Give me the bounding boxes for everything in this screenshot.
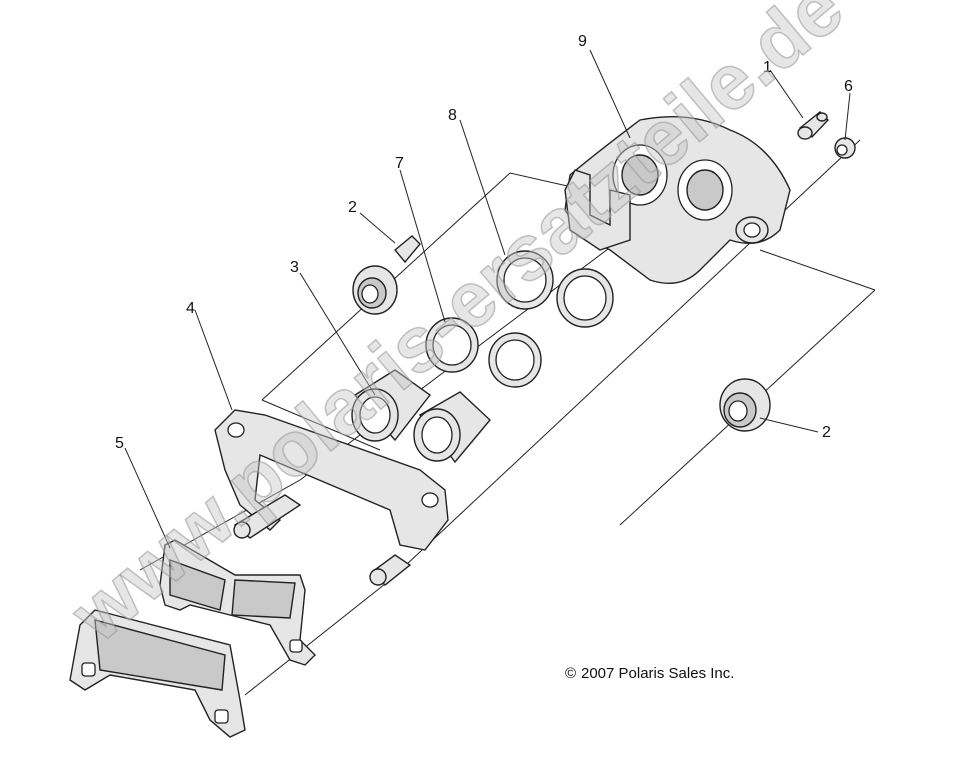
dust-seals [496,250,614,328]
watermark-text: www.polaris-ersatzteile.de [54,0,860,659]
brake-pads [69,539,316,738]
bleeder-cap [834,137,856,159]
callout-8: 8 [448,107,457,124]
copyright-text: 2007 Polaris Sales Inc. [581,665,734,682]
callout-6: 6 [844,78,853,95]
callout-numbers: 1 2 2 3 4 5 6 7 8 9 [115,33,853,452]
caliper-body [564,116,791,284]
copyright-symbol: © [565,665,576,682]
callout-2-lower: 2 [822,424,831,441]
callout-3: 3 [290,259,299,276]
callout-5: 5 [115,435,124,452]
piston-seals [425,317,542,388]
callout-4: 4 [186,300,195,317]
callout-2-upper: 2 [348,199,357,216]
caliper-bracket [214,409,449,586]
copyright-line: © 2007 Polaris Sales Inc. [565,665,734,682]
callout-7: 7 [395,155,404,172]
callout-leaders [124,49,851,549]
callout-9: 9 [578,33,587,50]
pistons [351,369,491,464]
caliper-boot-lower [719,378,771,432]
callout-1: 1 [763,59,772,76]
bleeder-screw [797,111,829,140]
caliper-pin-boot-upper [352,235,421,315]
